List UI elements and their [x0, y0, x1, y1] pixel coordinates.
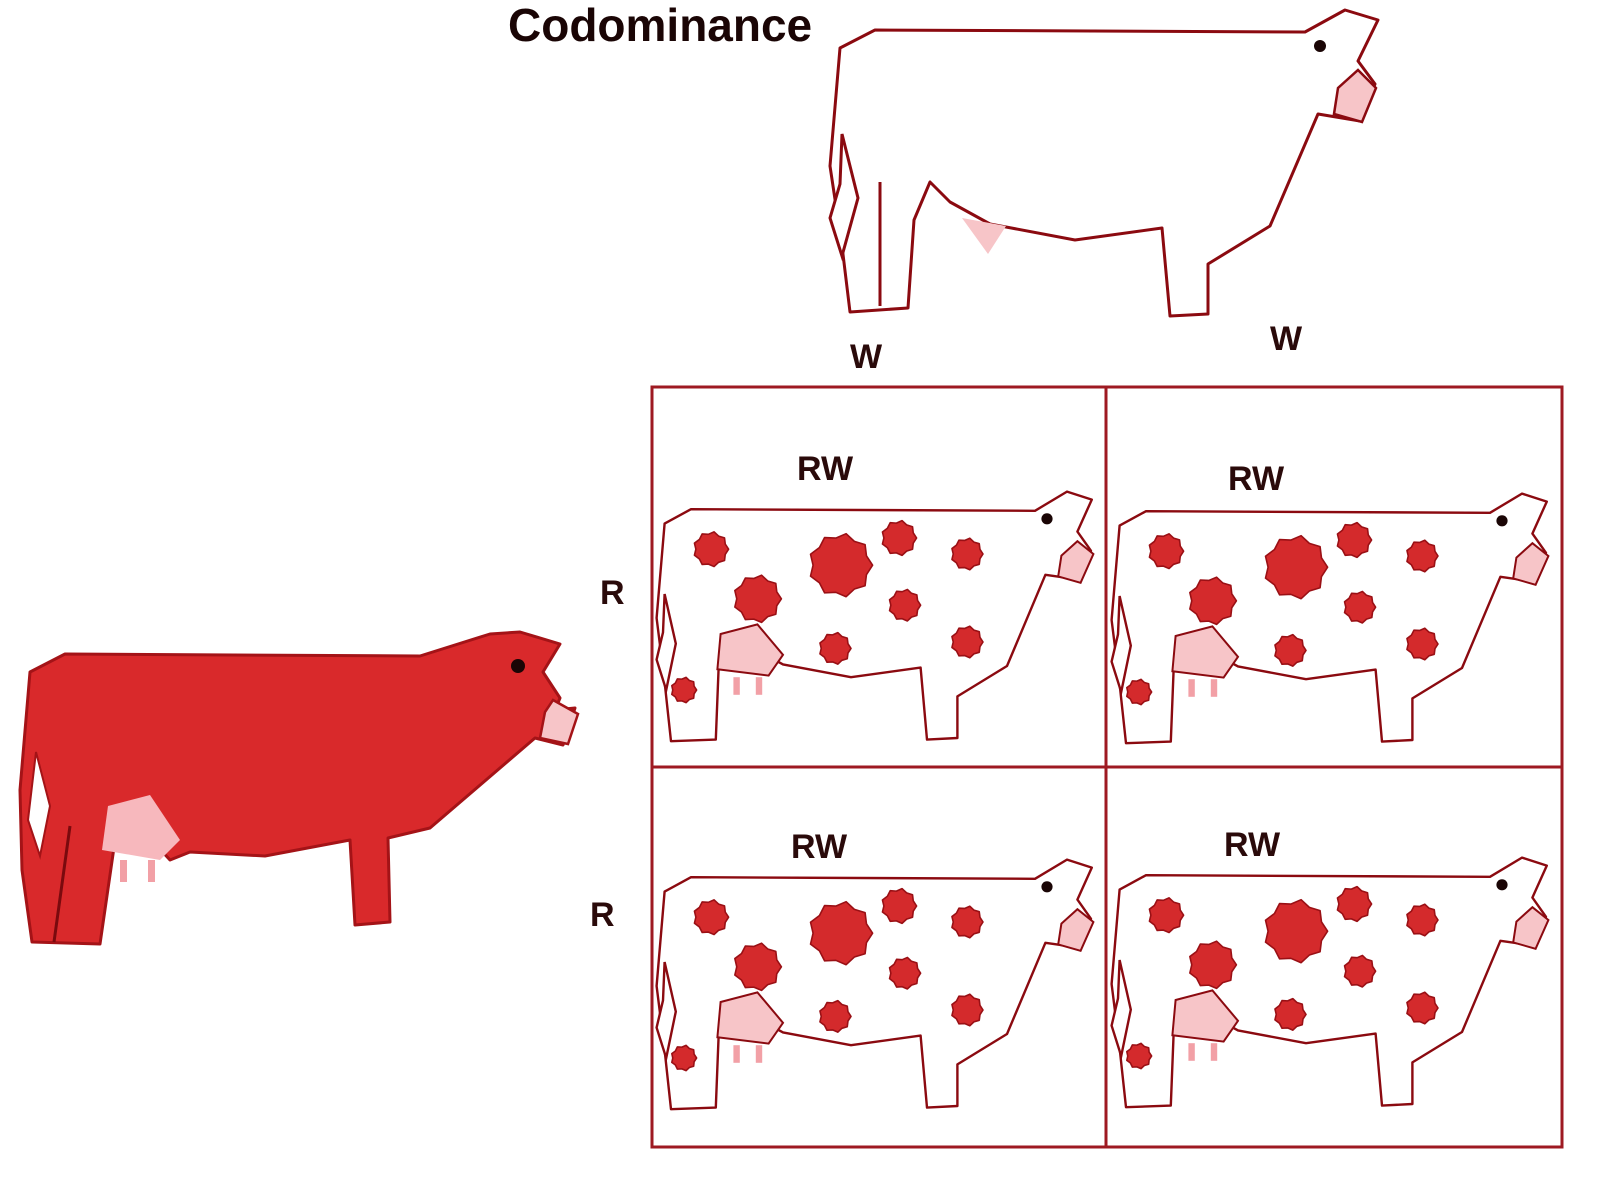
diagram-title: Codominance [508, 0, 813, 51]
offspring-cow-spotted [655, 858, 1095, 1111]
offspring-genotype-2: RW [1228, 460, 1285, 498]
top-allele-2: W [1270, 320, 1303, 358]
parent-cow-white [828, 8, 1380, 318]
offspring-cow-spotted [655, 490, 1095, 743]
offspring-genotype-4: RW [1224, 826, 1281, 864]
top-allele-1: W [850, 338, 883, 376]
left-allele-2: R [590, 896, 615, 934]
offspring-cow-spotted [1110, 492, 1550, 745]
punnett-square-grid [650, 385, 1564, 1149]
offspring-genotype-3: RW [791, 828, 848, 866]
left-allele-1: R [600, 574, 625, 612]
parent-cow-red [18, 630, 580, 946]
offspring-cow-spotted [1110, 856, 1550, 1109]
offspring-genotype-1: RW [797, 450, 854, 488]
